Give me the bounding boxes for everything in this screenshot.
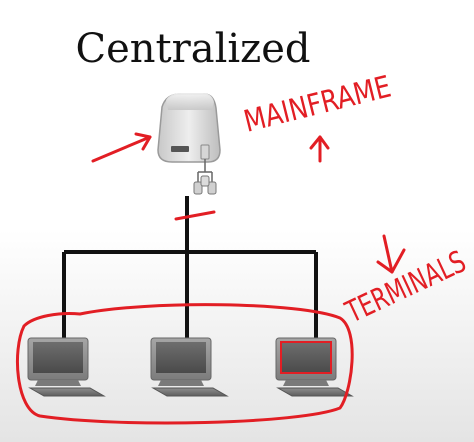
mainframe-annotation: MAINFRAME [240,70,394,140]
terminal-icon [27,337,106,397]
diagram-title: Centralized [75,26,310,72]
mainframe-server-icon [157,93,221,195]
terminal-icon [150,337,229,397]
terminals-annotation: TERMINALS [340,244,471,330]
annotation-marks [15,132,406,425]
terminal-icon [275,337,354,397]
network-lines [62,196,318,340]
